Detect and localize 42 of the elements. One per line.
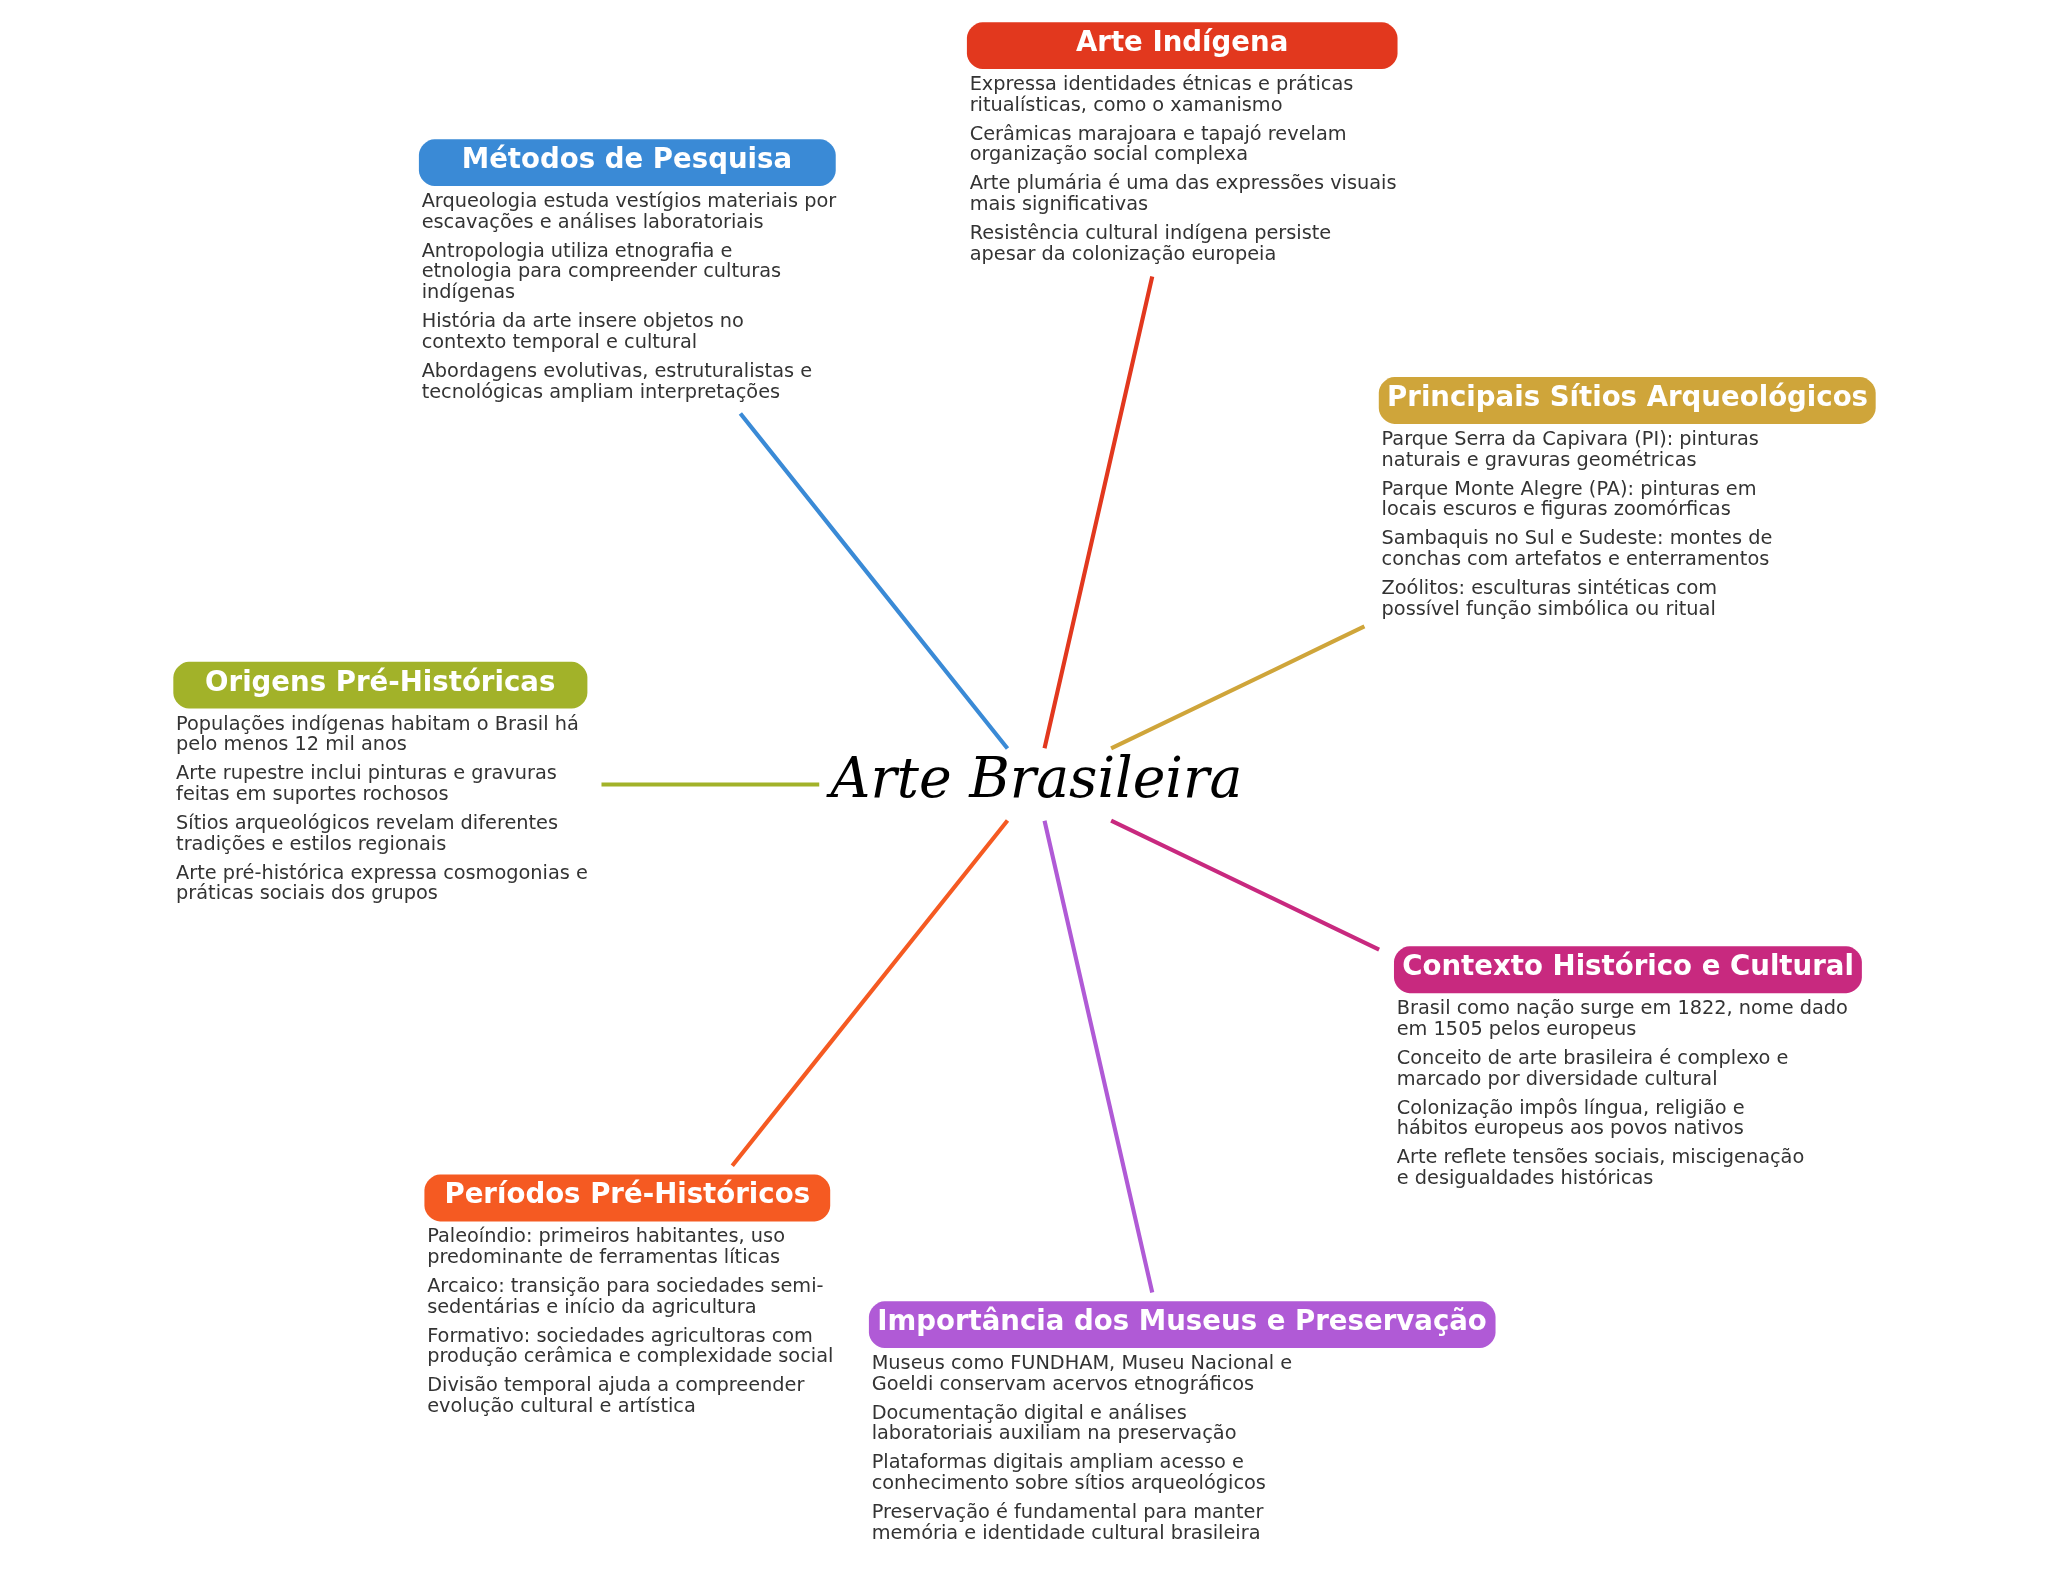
connector (1109, 624, 1365, 751)
node-label: Documentação digital e análises laboratoriais auxiliam na preservação (871, 1400, 1236, 1445)
node-label: Arte rupestre inclui pinturas e gravuras feitas em suportes rochosos (175, 761, 557, 805)
node-label: Plataformas digitais ampliam acesso e conhecimento sobre sítios arqueológicos (871, 1450, 1266, 1495)
node-label: Parque Monte Alegre (PA): pinturas em locais escuros e figuras zoomórficas (1381, 476, 1757, 521)
node-box: Períodos Pré-Históricos (423, 1174, 830, 1222)
node-label: Colonização impôs língua, religião e hábitos europeus aos povos nativos (1396, 1095, 1745, 1140)
node-label: Populações indígenas habitam o Brasil há pelo menos 12 mil anos (175, 711, 579, 756)
node-label: Abordagens evolutivas, estruturalistas e tecnológicas ampliam interpretações (421, 358, 812, 403)
node-label: Sambaquis no Sul e Sudeste: montes de conchas com artefatos e enterramentos (1381, 526, 1772, 571)
node-label: Conceito de arte brasileira é complexo e marcado por diversidade cultural (1396, 1045, 1788, 1090)
node-box: Importância dos Museus e Preservação (868, 1301, 1496, 1349)
node-label: História da arte insere objetos no contexto temporal e cultural (421, 309, 744, 353)
node-label: Arte plumária é uma das expressões visuais mais significativas (969, 171, 1397, 216)
node-label: Zoólitos: esculturas sintéticas com possível função simbólica ou ritual (1381, 576, 1717, 620)
connector (730, 819, 1009, 1167)
connector (1109, 818, 1380, 952)
node-label: Divisão temporal ajuda a compreender evolução cultural e artística (426, 1373, 804, 1418)
node-label: Expressa identidades étnicas e práticas ritualísticas, como o xamanismo (969, 72, 1353, 116)
node-label: Arte reflete tensões sociais, miscigenação e desigualdades históricas (1396, 1145, 1804, 1189)
node-box: Principais Sítios Arqueológicos (1378, 377, 1876, 424)
node-label: Paleoíndio: primeiros habitantes, uso predominante de ferramentas líticas (426, 1224, 785, 1269)
node-label: Formativo: sociedades agricultoras com produção cerâmica e complexidade social (426, 1323, 833, 1368)
node-label: Sítios arqueológicos revelam diferentes tradições e estilos regionais (175, 810, 558, 855)
node-label: Resistência cultural indígena persiste apesar da colonização europeia (969, 221, 1331, 265)
connector (1042, 275, 1154, 749)
connector (1042, 820, 1154, 1294)
node-label: Arcaico: transição para sociedades semi-sedentárias e início da agricultura (426, 1274, 823, 1318)
node-label: Parque Serra da Capivara (PI): pinturas naturais e gravuras geométricas (1381, 426, 1759, 471)
node-label: Brasil como nação surge em 1822, nome dado em 1505 pelos europeus (1396, 996, 1848, 1040)
node-label: Arqueologia estuda vestígios materiais por escavações e análises laboratoriais (421, 189, 836, 233)
node-box: Origens Pré-Históricas (172, 661, 587, 709)
node-box: Contexto Histórico e Cultural (1393, 946, 1862, 994)
connector (601, 782, 819, 787)
connector (738, 412, 1009, 750)
node-label: Preservação é fundamental para manter memória e identidade cultural brasileira (871, 1500, 1263, 1544)
node-label: Antropologia utiliza etnografia e etnologia para compreender culturas indígenas (421, 238, 781, 304)
node-box: Métodos de Pesquisa (418, 139, 836, 187)
node-box: Arte Indígena (966, 22, 1398, 70)
node-label: Cerâmicas marajoara e tapajó revelam organização social complexa (969, 121, 1347, 166)
node-label: Arte pré-histórica expressa cosmogonias e práticas sociais dos grupos (175, 860, 588, 905)
node-label: Museus como FUNDHAM, Museu Nacional e Goeldi conservam acervos etnográficos (871, 1351, 1292, 1395)
